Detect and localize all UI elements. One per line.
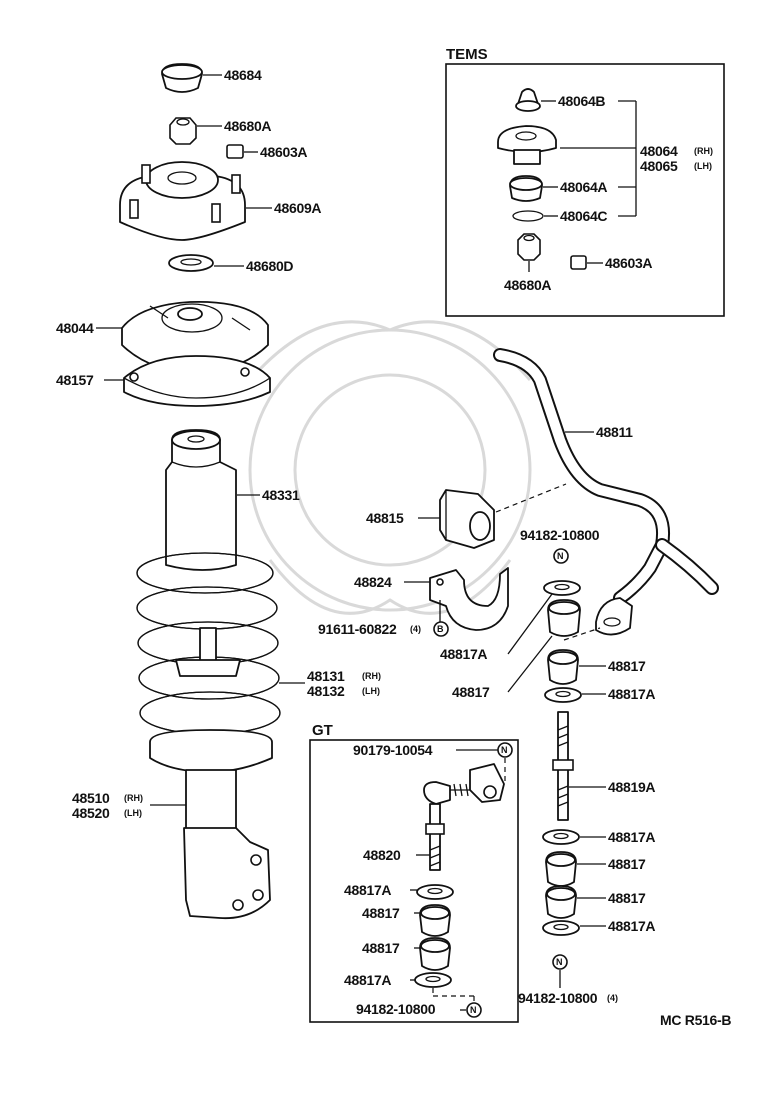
gt-washer-48817A-2 (414, 972, 452, 988)
bushing-48817-r3 (545, 885, 577, 919)
label-48817-r2: 48817 (608, 856, 646, 872)
label-48609A: 48609A (274, 200, 321, 216)
label-48680A-top: 48680A (224, 118, 271, 134)
label-48684: 48684 (224, 67, 262, 83)
label-48680D: 48680D (246, 258, 293, 274)
label-48520: 48520 (72, 805, 110, 821)
bracket-48824 (429, 567, 509, 631)
label-94182-bottom: 94182-10800 (518, 990, 598, 1006)
label-91611-qty: (4) (410, 624, 421, 634)
washer-48817A-r1 (544, 687, 582, 703)
tems-48680A (517, 233, 541, 261)
label-48331: 48331 (262, 487, 300, 503)
stabilizer-bar-48811 (493, 348, 719, 636)
washer-48680D (168, 254, 214, 272)
nut-48680A (169, 117, 197, 145)
shock-absorber-48510 (149, 627, 273, 920)
label-48131-rh: (RH) (362, 671, 381, 681)
bushing-48817-a (547, 599, 581, 637)
gt-label-90179: 90179-10054 (353, 742, 433, 758)
gt-title: GT (312, 722, 333, 739)
gt-label-48817A-1: 48817A (344, 882, 391, 898)
tems-label-48065: 48065 (640, 158, 678, 174)
label-48817A-r3: 48817A (608, 918, 655, 934)
watermark-emblem (248, 320, 532, 615)
label-94182-bottom-qty: (4) (607, 993, 618, 1003)
gt-label-48817-1: 48817 (362, 905, 400, 921)
washer-48817A-a (543, 580, 581, 596)
washer-48817A-r2 (542, 829, 580, 845)
gt-box (309, 739, 519, 1023)
label-48131: 48131 (307, 668, 345, 684)
tems-label-48680A: 48680A (504, 277, 551, 293)
label-48815: 48815 (366, 510, 404, 526)
label-48819A: 48819A (608, 779, 655, 795)
tems-48064C (512, 210, 544, 222)
gt-nut-N-top (497, 742, 513, 758)
label-48510: 48510 (72, 790, 110, 806)
gt-nut-N-bottom (466, 1002, 482, 1018)
nut-N-bottom (552, 954, 568, 970)
label-48817-r1: 48817 (608, 658, 646, 674)
label-48132-lh: (LH) (362, 686, 380, 696)
diagram-code: MC R516-B (660, 1012, 731, 1028)
tems-48064 (497, 125, 557, 165)
nut-N-top (553, 548, 569, 564)
gt-nut-N-top-symbol: N (501, 745, 508, 755)
label-48824: 48824 (354, 574, 392, 590)
nut-N-bottom-symbol: N (556, 957, 563, 967)
gt-bushing-48817-1 (419, 904, 451, 937)
tems-48603A (570, 255, 587, 270)
tems-label-48064A: 48064A (560, 179, 607, 195)
bushing-48817-r1 (547, 649, 579, 685)
label-48044: 48044 (56, 320, 94, 336)
cap-48684 (161, 63, 203, 93)
label-48817-a: 48817 (452, 684, 490, 700)
gt-bushing-48817-2 (419, 937, 451, 971)
tems-label-48603A: 48603A (605, 255, 652, 271)
stud-48819A (552, 711, 574, 821)
label-48132: 48132 (307, 683, 345, 699)
label-48811: 48811 (596, 424, 633, 440)
tems-label-48064B: 48064B (558, 93, 605, 109)
tems-title: TEMS (446, 46, 488, 63)
nut-48603A (226, 144, 244, 159)
label-48603A-top: 48603A (260, 144, 307, 160)
gt-link-48820 (423, 763, 505, 871)
tems-48064B (515, 88, 541, 112)
gt-washer-48817A-1 (416, 884, 454, 900)
bushing-48815 (439, 489, 495, 549)
label-48817A-r1: 48817A (608, 686, 655, 702)
bushing-48817-r2 (545, 851, 577, 887)
gt-label-48820: 48820 (363, 847, 401, 863)
bump-stopper-48331 (165, 429, 237, 571)
gt-label-94182: 94182-10800 (356, 1001, 436, 1017)
gt-label-48817-2: 48817 (362, 940, 400, 956)
nut-N-top-symbol: N (557, 551, 564, 561)
tems-box (445, 63, 725, 317)
label-48510-rh: (RH) (124, 793, 143, 803)
label-91611: 91611-60822 (318, 621, 397, 637)
bolt-B-symbol: B (437, 624, 444, 634)
tems-label-48064: 48064 (640, 143, 678, 159)
gt-label-48817A-2: 48817A (344, 972, 391, 988)
support-48609A (119, 161, 246, 241)
label-48520-lh: (LH) (124, 808, 142, 818)
label-48817A-r2: 48817A (608, 829, 655, 845)
bolt-B (433, 621, 449, 637)
tems-label-48064-rh: (RH) (694, 146, 713, 156)
label-48157: 48157 (56, 372, 94, 388)
tems-48064A (509, 175, 543, 202)
label-94182-top: 94182-10800 (520, 527, 600, 543)
tems-label-48064C: 48064C (560, 208, 607, 224)
insulator-48157 (123, 355, 271, 407)
tems-label-48065-lh: (LH) (694, 161, 712, 171)
washer-48817A-r3 (542, 920, 580, 936)
label-48817A-a: 48817A (440, 646, 487, 662)
gt-nut-N-bottom-symbol: N (470, 1005, 477, 1015)
label-48817-r3: 48817 (608, 890, 646, 906)
